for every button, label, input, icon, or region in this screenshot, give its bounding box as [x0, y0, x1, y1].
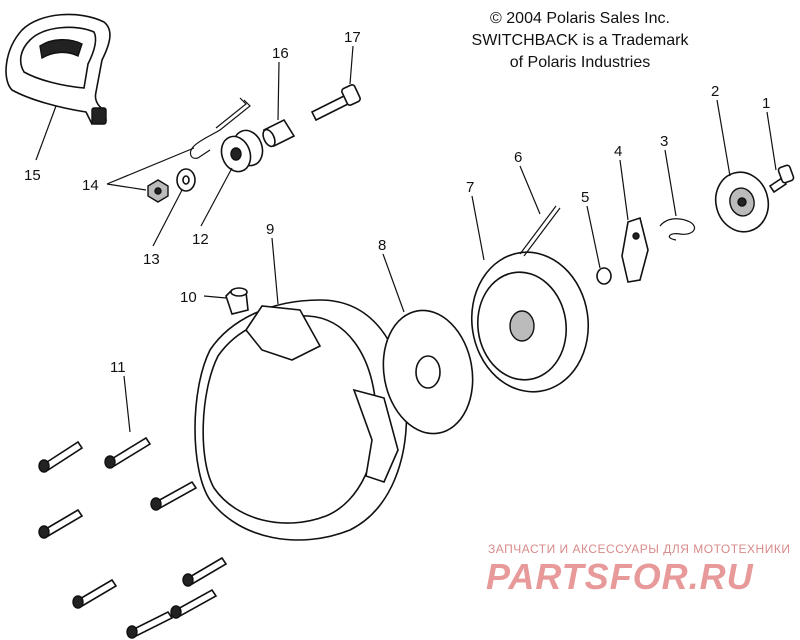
callout-1: 1 [762, 95, 770, 112]
washer-13-part [176, 168, 196, 192]
callout-6: 6 [514, 149, 522, 166]
bolt-17-part [310, 84, 361, 122]
rope-6-part [519, 205, 561, 257]
spring-plate-8-part [382, 309, 474, 435]
callout-7: 7 [466, 179, 474, 196]
copyright-line-1: © 2004 Polaris Sales Inc. [490, 10, 670, 27]
wire-spring-part [189, 97, 251, 159]
callout-4: 4 [614, 143, 622, 160]
recoil-reel-7-part [470, 251, 590, 393]
callout-15: 15 [24, 167, 41, 184]
callout-16: 16 [272, 45, 289, 62]
copyright-line-2: SWITCHBACK is a Trademark [471, 32, 689, 49]
callout-11: 11 [110, 359, 126, 376]
copyright-line-3: of Polaris Industries [509, 54, 651, 71]
starter-handle-part [5, 13, 111, 125]
watermark-subtitle: ЗАПЧАСТИ И АКСЕССУАРЫ ДЛЯ МОТОТЕХНИКИ [488, 542, 791, 556]
sleeve-16-part [262, 118, 296, 148]
callout-3: 3 [660, 133, 668, 150]
callout-5: 5 [581, 189, 589, 206]
callout-17: 17 [344, 29, 361, 46]
callout-8: 8 [378, 237, 386, 254]
cap-10-part [225, 287, 249, 315]
callout-12: 12 [192, 231, 209, 248]
spring-clip-3-part [659, 218, 695, 241]
leader-lines [35, 45, 777, 433]
nut-14-part [147, 179, 169, 203]
drive-plate-2-part [714, 171, 770, 233]
watermark-logo: PARTSFOR.RU [486, 556, 754, 597]
callout-13: 13 [143, 251, 160, 268]
retaining-spring-5-part [596, 267, 612, 285]
bolts-11-part [38, 436, 228, 639]
callout-10: 10 [180, 289, 197, 306]
copyright-notice: © 2004 Polaris Sales Inc. SWITCHBACK is … [430, 8, 730, 74]
callout-labels: 1 2 3 4 5 6 7 8 9 10 11 12 13 14 15 16 1… [24, 29, 770, 376]
screw-1-part [768, 164, 795, 194]
recoil-housing-9-part [194, 299, 408, 541]
callout-9: 9 [266, 221, 274, 238]
callout-2: 2 [711, 83, 719, 100]
callout-14: 14 [82, 177, 99, 194]
pulley-12-part [220, 129, 264, 173]
pawl-4-part [621, 216, 649, 283]
